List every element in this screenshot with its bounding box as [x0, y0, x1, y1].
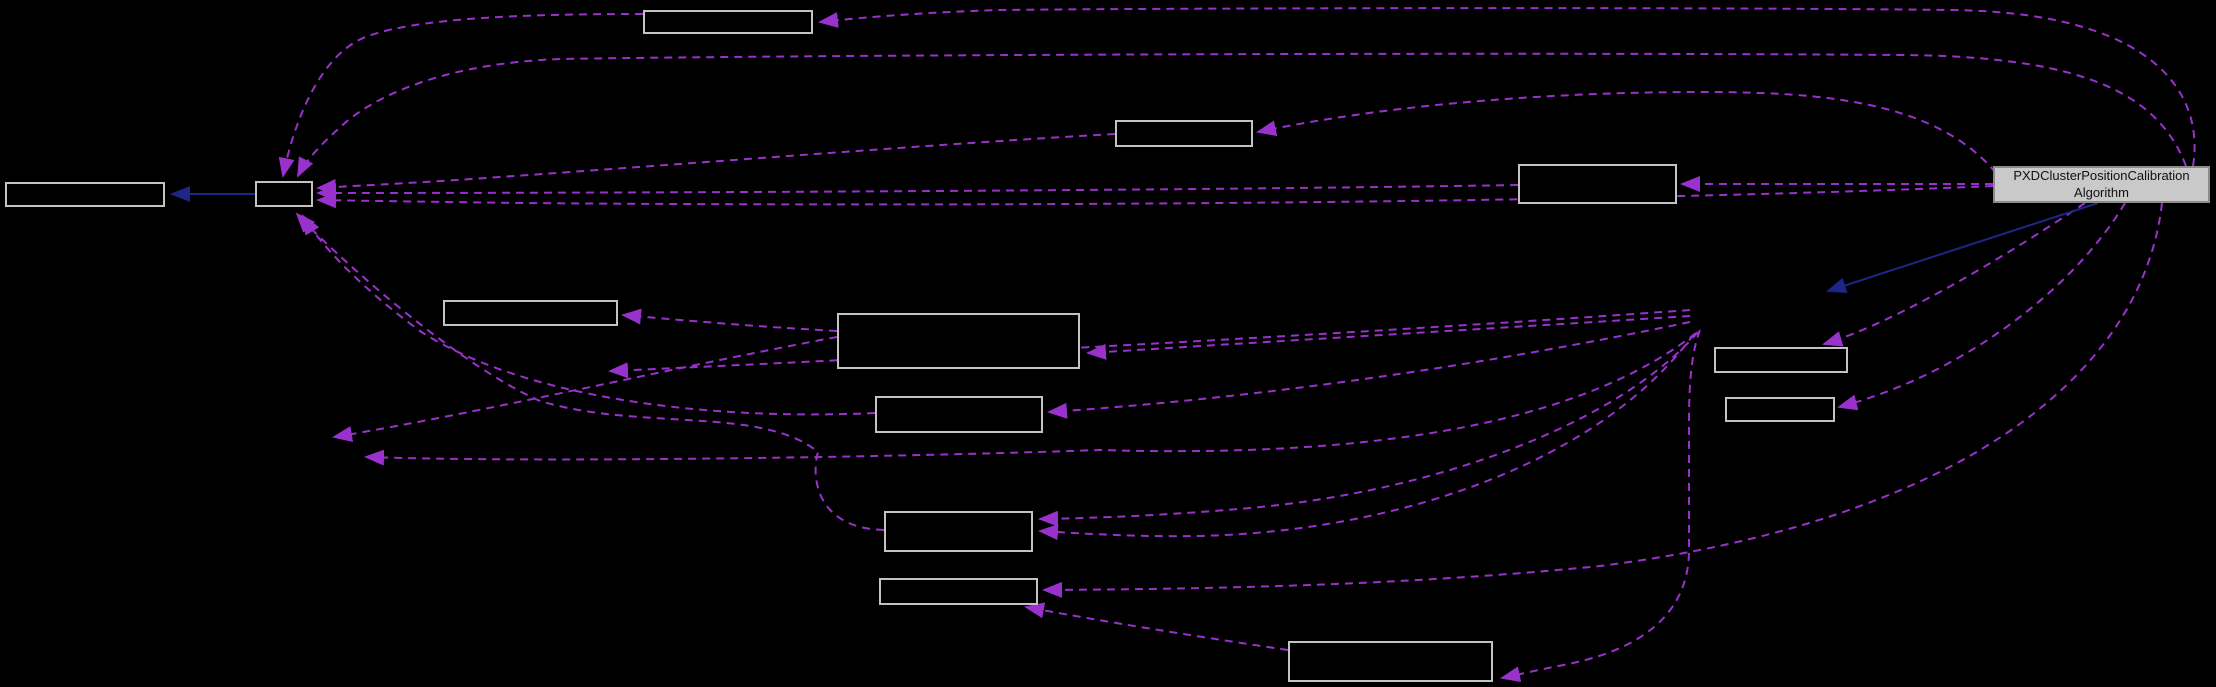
edge-main-to-box-a — [1256, 90, 1997, 174]
node-h[interactable] — [879, 578, 1038, 605]
edge-big-box-to-left-arrow — [332, 336, 838, 442]
edge-box-b-to-small-box — [316, 184, 1519, 201]
edge-hub-to-big-box — [1086, 315, 1691, 360]
node-left[interactable] — [5, 182, 165, 207]
node-small[interactable] — [255, 181, 313, 207]
edge-hub-to-bottom-box — [1500, 329, 1701, 683]
node-a[interactable] — [1115, 120, 1253, 147]
node-main[interactable]: PXDClusterPositionCalibration Algorithm — [1993, 166, 2210, 203]
edge-bottom-box-to-box-h — [1024, 602, 1289, 651]
edge-hub-to-box-d — [1047, 321, 1691, 419]
node-e[interactable] — [1714, 347, 1848, 373]
edge-main-to-box-f — [1837, 202, 2126, 411]
edge-main-inheritance — [1826, 202, 2099, 294]
edge-main-to-top-box — [818, 7, 2196, 167]
edge-top-box-to-small-box — [278, 13, 644, 178]
node-top[interactable] — [643, 10, 813, 34]
node-g[interactable] — [884, 511, 1033, 552]
edge-box-g-to-small-box — [295, 212, 885, 531]
node-bottom[interactable] — [1288, 641, 1493, 682]
node-d[interactable] — [875, 396, 1043, 433]
edge-hub-to-left-arrow-3 — [364, 332, 1697, 466]
node-c[interactable] — [443, 300, 618, 326]
edge-main-to-box-h — [1042, 202, 2163, 598]
edge-hub-to-box-g-1 — [1038, 331, 1699, 527]
node-big[interactable] — [837, 313, 1080, 369]
edge-hub-to-left-arrow-2 — [608, 309, 1691, 379]
node-b[interactable] — [1518, 164, 1677, 204]
edge-box-d-to-small-box — [301, 214, 876, 416]
node-f[interactable] — [1725, 397, 1835, 422]
edge-big-box-to-box-c — [621, 308, 838, 332]
graph-edges — [170, 7, 2196, 683]
edge-hub-to-box-g-2 — [1038, 333, 1695, 541]
edge-main-to-small-box-top — [297, 52, 2187, 178]
